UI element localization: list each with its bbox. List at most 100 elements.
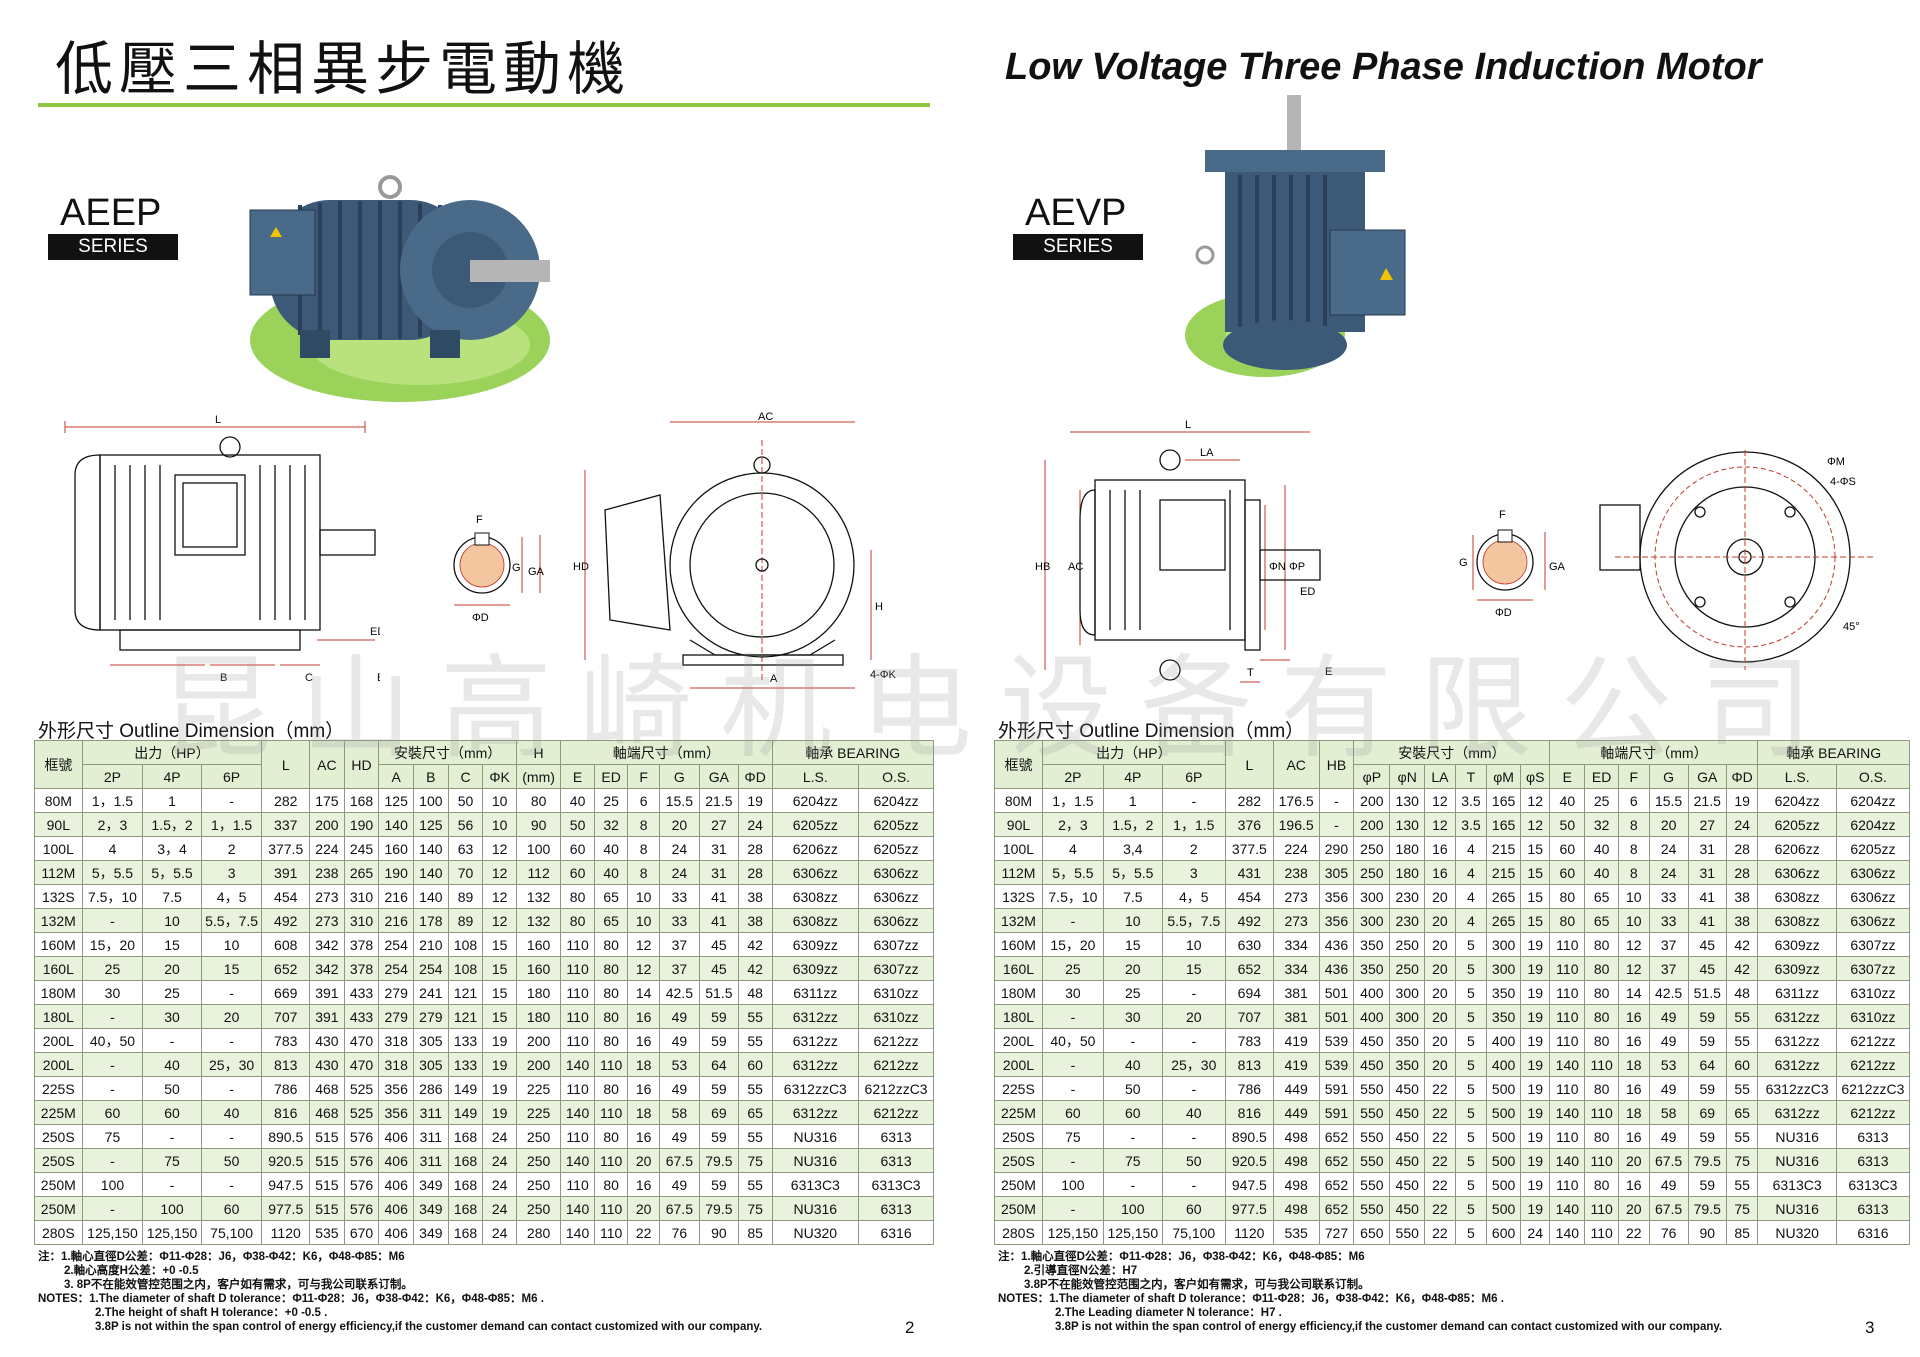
table-cell: 6306zz bbox=[858, 908, 934, 933]
table-cell: 498 bbox=[1272, 1172, 1320, 1197]
table-cell: 76 bbox=[658, 1220, 700, 1245]
table-cell: 400 bbox=[1486, 1052, 1521, 1077]
table-cell: 6212zz bbox=[858, 1028, 934, 1053]
table-cell: 37 bbox=[1648, 956, 1689, 981]
table-cell: 6316 bbox=[858, 1220, 934, 1245]
table-cell: 550 bbox=[1353, 1172, 1391, 1197]
table-cell: 6204zz bbox=[1757, 788, 1837, 813]
table-cell: 6212zz bbox=[1835, 1052, 1911, 1077]
table-cell: 8 bbox=[627, 836, 660, 861]
table-cell: 1，1.5 bbox=[81, 788, 144, 813]
table-cell: 110 bbox=[593, 1052, 629, 1077]
table-cell: 20 bbox=[142, 956, 202, 981]
note-line: 注：1.軸心直徑D公差：Φ11-Φ28：J6，Φ38-Φ42：K6，Φ48-Φ8… bbox=[38, 1251, 405, 1263]
table-cell: 468 bbox=[309, 1100, 345, 1125]
table-cell: 45 bbox=[1687, 932, 1727, 957]
aeep-side-view-drawing: L B C E ED bbox=[64, 415, 380, 684]
table-cell: 8 bbox=[1618, 812, 1650, 837]
table-cell: 180 bbox=[1389, 860, 1426, 885]
table-cell: 282 bbox=[1224, 788, 1274, 813]
right-page: Low Voltage Three Phase Induction Motor … bbox=[960, 0, 1920, 1357]
table-cell: 406 bbox=[378, 1124, 415, 1149]
table-cell: 22 bbox=[1424, 1100, 1456, 1125]
table-cell: 24 bbox=[1648, 860, 1689, 885]
table-cell: 100 bbox=[142, 1196, 202, 1221]
table-cell: 350 bbox=[1486, 1004, 1521, 1029]
table-cell: 254 bbox=[378, 932, 415, 957]
table-cell: 450 bbox=[1389, 1148, 1426, 1173]
dim-label-p: ΦP bbox=[1289, 561, 1305, 573]
table-cell: 110 bbox=[1549, 1124, 1586, 1149]
header-ed: ED bbox=[593, 764, 629, 789]
table-cell: 41 bbox=[1687, 908, 1727, 933]
table-cell: 56 bbox=[447, 812, 484, 837]
table-cell: 110 bbox=[593, 1220, 629, 1245]
dim-label-ga: GA bbox=[1549, 561, 1566, 573]
table-cell: 245 bbox=[343, 836, 380, 861]
table-cell: 16 bbox=[627, 1004, 660, 1029]
table-cell: 65 bbox=[1584, 908, 1620, 933]
table-cell: 40 bbox=[200, 1100, 263, 1125]
table-cell: 265 bbox=[343, 860, 380, 885]
table-cell: 20 bbox=[627, 1196, 660, 1221]
table-cell: 25 bbox=[142, 980, 202, 1005]
table-cell: 60 bbox=[1041, 1100, 1104, 1125]
table-cell: 38 bbox=[737, 908, 773, 933]
table-cell: 498 bbox=[1272, 1124, 1320, 1149]
table-cell: 22 bbox=[1424, 1220, 1456, 1245]
table-cell: 6312zz bbox=[771, 1052, 860, 1077]
table-cell: 1，1.5 bbox=[1161, 812, 1226, 837]
table-cell: 79.5 bbox=[698, 1196, 739, 1221]
table-cell: 450 bbox=[1353, 1052, 1391, 1077]
table-cell: 60 bbox=[1725, 1052, 1759, 1077]
table-cell: 59 bbox=[698, 1076, 739, 1101]
page-number: 3 bbox=[1865, 1318, 1875, 1337]
table-cell: 2 bbox=[200, 836, 263, 861]
table-cell: 6307zz bbox=[1835, 956, 1911, 981]
header-a: A bbox=[378, 764, 415, 789]
table-cell: 30 bbox=[1102, 1004, 1163, 1029]
table-cell: 669 bbox=[261, 980, 311, 1005]
table-cell: 10 bbox=[1161, 932, 1226, 957]
table-cell: 55 bbox=[737, 1004, 773, 1029]
table-cell: 652 bbox=[1318, 1172, 1355, 1197]
table-cell: 15 bbox=[1519, 836, 1551, 861]
table-cell: 60 bbox=[1549, 860, 1586, 885]
table-cell: 40 bbox=[593, 836, 629, 861]
table-cell: 140 bbox=[560, 1148, 595, 1173]
table-cell: 125,150 bbox=[1041, 1220, 1104, 1245]
table-cell: 6204zz bbox=[1835, 788, 1911, 813]
table-cell: 1120 bbox=[261, 1220, 311, 1245]
table-cell: 33 bbox=[1648, 884, 1689, 909]
table-cell: 58 bbox=[658, 1100, 700, 1125]
frame-cell: 280S bbox=[34, 1220, 83, 1245]
table-cell: 21.5 bbox=[1687, 788, 1727, 813]
table-cell: 500 bbox=[1486, 1196, 1521, 1221]
table-cell: 515 bbox=[309, 1148, 345, 1173]
table-cell: 3，4 bbox=[142, 836, 202, 861]
table-cell: 18 bbox=[627, 1052, 660, 1077]
frame-cell: 160M bbox=[994, 932, 1043, 957]
table-cell: 132 bbox=[515, 884, 562, 909]
frame-cell: 100L bbox=[994, 836, 1043, 861]
table-cell: 4 bbox=[1041, 836, 1104, 861]
table-cell: 6205zz bbox=[858, 836, 934, 861]
table-cell: - bbox=[1041, 1076, 1104, 1101]
table-cell: 15 bbox=[482, 1004, 517, 1029]
header-6p: 6P bbox=[200, 764, 263, 789]
table-cell: 920.5 bbox=[1224, 1148, 1274, 1173]
table-cell: 55 bbox=[1725, 1028, 1759, 1053]
table-cell: 433 bbox=[343, 980, 380, 1005]
table-cell: 378 bbox=[343, 956, 380, 981]
page-title-chinese: 低壓三相異步電動機 bbox=[55, 35, 632, 103]
table-cell: - bbox=[1161, 1028, 1226, 1053]
table-cell: 6212zz bbox=[1835, 1100, 1911, 1125]
aeep-motor-image bbox=[249, 175, 550, 402]
table-cell: 15 bbox=[482, 980, 517, 1005]
table-cell: 80 bbox=[515, 788, 562, 813]
table-cell: 334 bbox=[1272, 932, 1320, 957]
table-cell: 250 bbox=[1353, 836, 1391, 861]
